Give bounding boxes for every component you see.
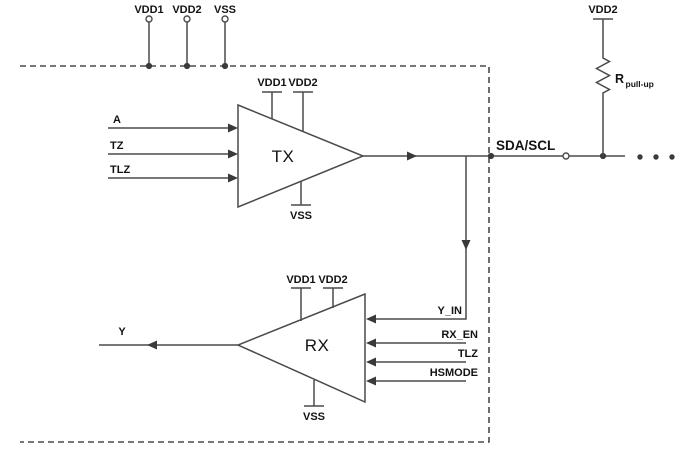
vdd1-top-label: VDD1 [134, 4, 163, 16]
arrowhead-left-icon [366, 357, 376, 367]
bus-continuation-dots [637, 154, 675, 160]
rx-input-tlz-label: TLZ [458, 348, 478, 360]
vdd2-terminal-icon [183, 15, 191, 23]
vss-top-label: VSS [214, 4, 236, 16]
arrowhead-right-icon [228, 123, 238, 133]
vdd1-junction-dot [145, 62, 153, 70]
boundary-junction-dot [487, 152, 495, 160]
arrowhead-left-icon [147, 340, 157, 350]
tx-input-tz-label: TZ [110, 140, 124, 152]
rx-input-rxen-label: RX_EN [441, 329, 478, 341]
arrowhead-down-icon [461, 240, 471, 250]
vdd2-top-label: VDD2 [172, 4, 201, 16]
rx-vss-pin-label: VSS [303, 411, 325, 423]
vdd1-terminal-icon [145, 15, 153, 23]
yin-branch-wire [370, 156, 467, 320]
feedback-branch [366, 156, 471, 324]
pullup-branch: VDD2 R pull-up [588, 4, 654, 156]
rx-vdd1-pin-label: VDD1 [286, 274, 315, 286]
bus-label: SDA/SCL [496, 138, 555, 153]
tx-buffer: A TZ TLZ TX VDD1 VDD2 VSS [108, 77, 365, 222]
pullup-vdd2-label: VDD2 [588, 4, 617, 16]
tx-vdd1-pin-label: VDD1 [257, 77, 286, 89]
arrowhead-left-icon [366, 376, 376, 386]
rx-input-yin-label: Y_IN [438, 305, 463, 317]
vss-terminal-icon [221, 15, 229, 23]
vss-junction-dot [221, 62, 229, 70]
rx-buffer: Y_IN RX_EN TLZ HSMODE RX VDD1 VDD2 VSS Y [99, 274, 478, 423]
ellipsis-dot [669, 154, 675, 160]
tx-vdd2-pin-label: VDD2 [288, 77, 317, 89]
arrowhead-left-icon [366, 314, 376, 324]
bus-terminal-icon [562, 152, 570, 160]
ellipsis-dot [653, 154, 659, 160]
arrowhead-right-icon [228, 149, 238, 159]
tx-vss-pin-label: VSS [290, 210, 312, 222]
pullup-resistor-subscript: pull-up [626, 79, 654, 89]
pullup-resistor-icon [594, 19, 612, 156]
ellipsis-dot [637, 154, 643, 160]
bus-wiring: SDA/SCL [363, 138, 675, 161]
arrowhead-right-icon [407, 151, 417, 161]
arrowhead-right-icon [228, 173, 238, 183]
tx-block-label: TX [272, 147, 295, 166]
rx-block-label: RX [305, 336, 330, 355]
arrowhead-left-icon [366, 338, 376, 348]
top-supply-rails: VDD1 VDD2 VSS [134, 4, 236, 70]
vdd2-junction-dot [183, 62, 191, 70]
rx-output-y-label: Y [118, 326, 126, 338]
chip-boundary-dashed-box [20, 65, 490, 443]
tx-input-a-label: A [113, 114, 121, 126]
rx-input-hsmode-label: HSMODE [430, 367, 478, 379]
pullup-resistor-label: R [615, 72, 624, 86]
rx-vdd2-pin-label: VDD2 [318, 274, 347, 286]
tx-input-tlz-label: TLZ [110, 164, 130, 176]
